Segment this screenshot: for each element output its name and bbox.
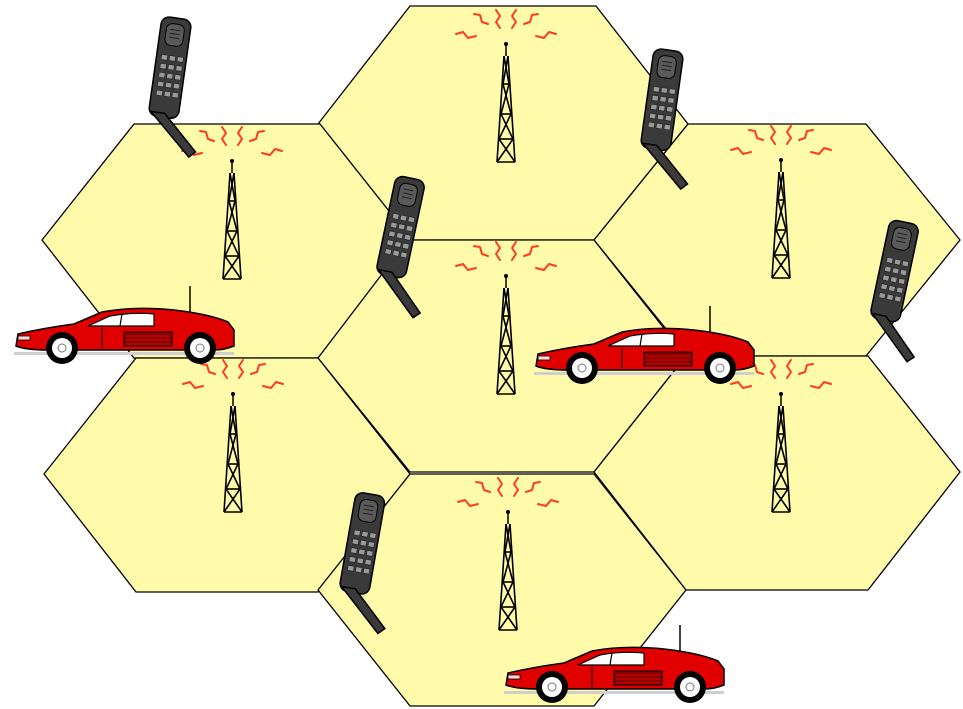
cell-lower-right: [593, 355, 961, 591]
